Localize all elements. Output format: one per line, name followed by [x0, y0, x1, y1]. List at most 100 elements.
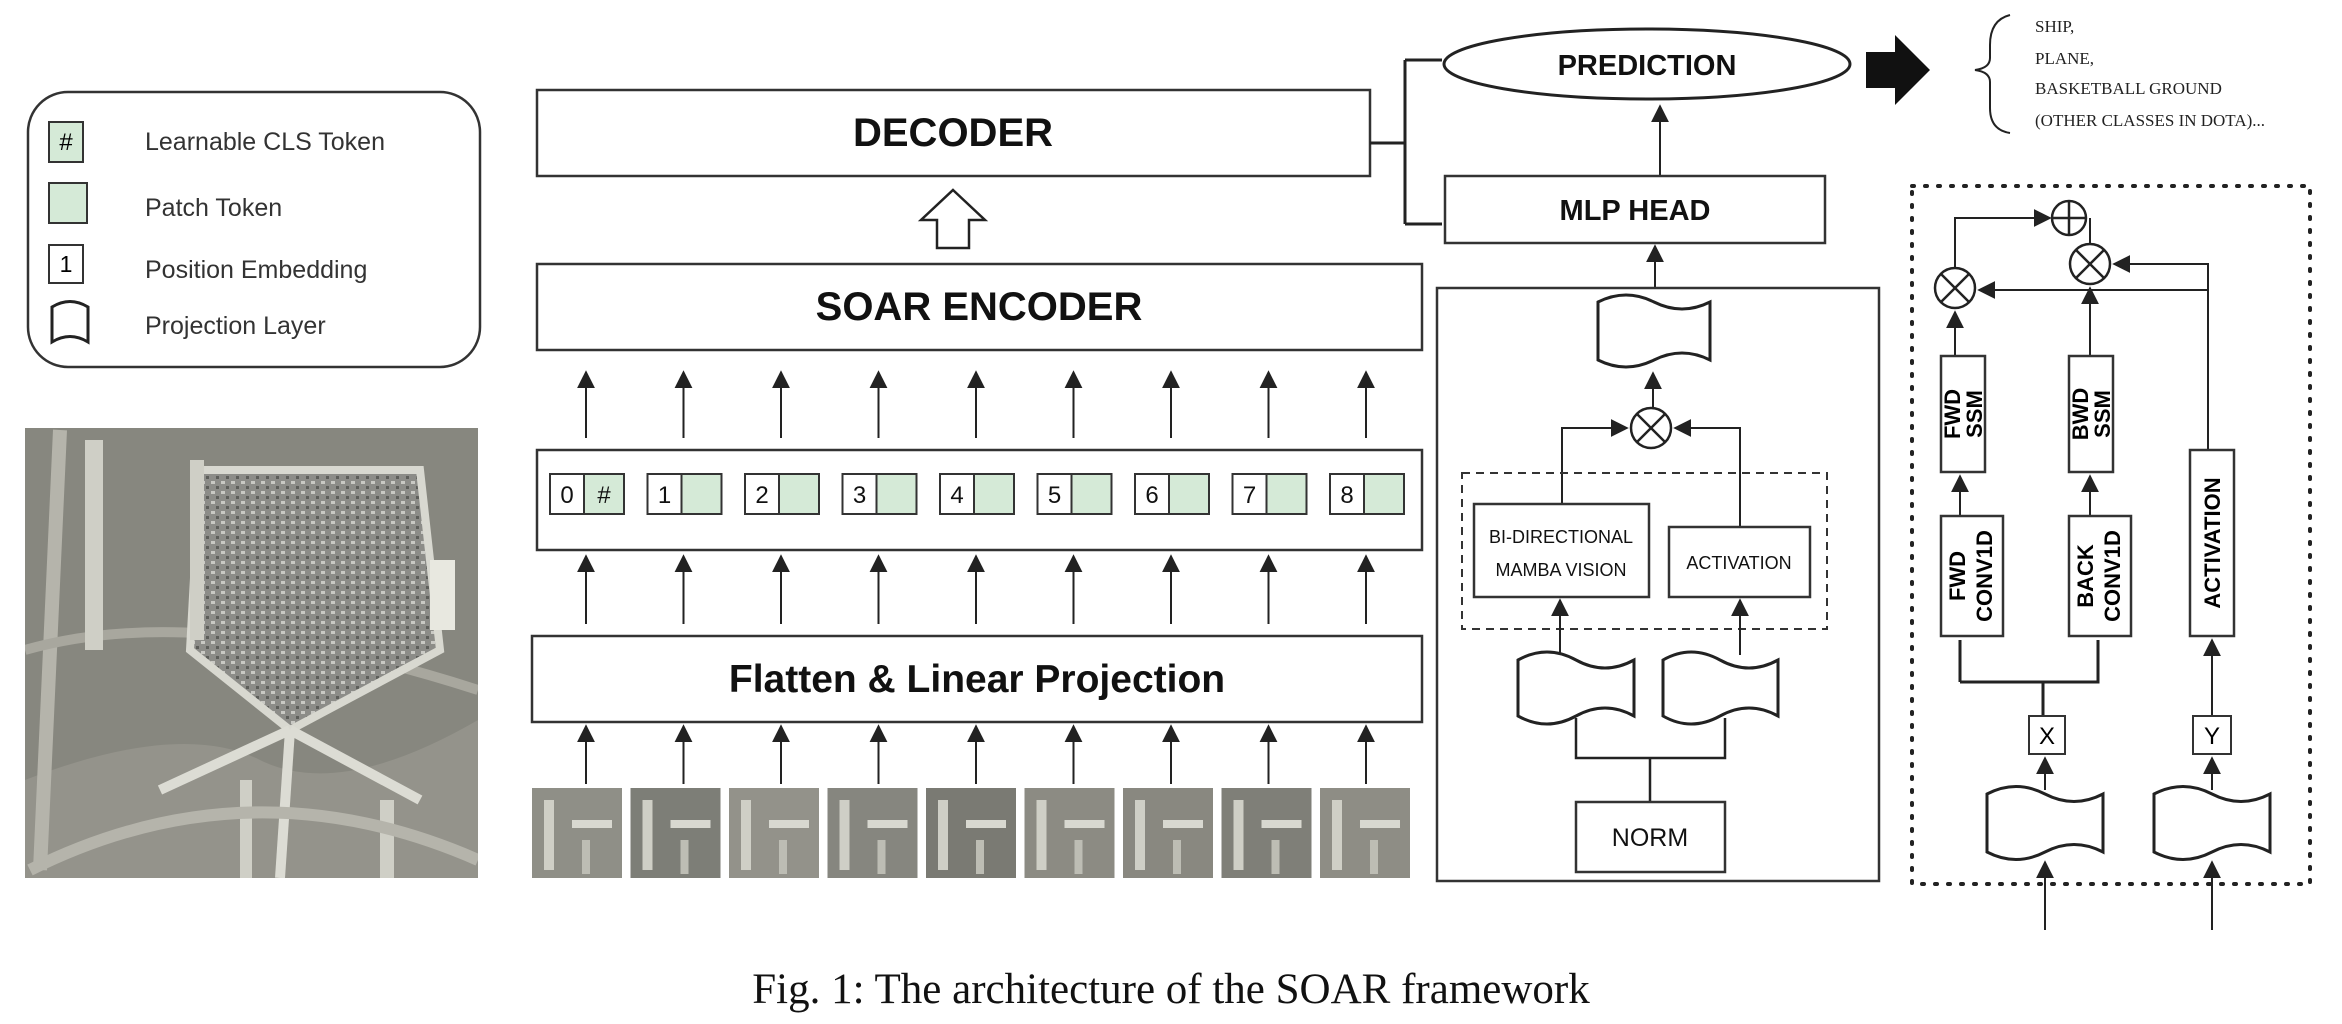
token-cell: 6: [1134, 473, 1210, 515]
bwd-ssm-line1: BWD: [2068, 388, 2093, 441]
airport-aerial-image: [25, 428, 478, 878]
y-input-label: Y: [2204, 723, 2220, 750]
token-cell: 0#: [549, 473, 625, 515]
token-cell: 7: [1231, 473, 1308, 515]
class-list-brace: [1974, 14, 2011, 134]
patch-token-box: [778, 473, 820, 515]
legend-box: [26, 90, 482, 369]
add-icon: [2050, 199, 2088, 237]
image-patch: [630, 788, 721, 878]
legend-cls-label: Learnable CLS Token: [145, 128, 385, 156]
patch-token-box: [680, 473, 723, 515]
activation-box: [1667, 525, 1812, 599]
class-item: SHIP,: [2035, 17, 2074, 36]
back-conv-line2: CONV1D: [2100, 530, 2125, 622]
arrow-fwd-to-add: [1954, 209, 2052, 268]
arrows-patches-to-projection: [577, 724, 1375, 784]
projection-layer-icon: [2152, 785, 2272, 861]
image-patch: [729, 788, 819, 878]
x-input-label: X: [2039, 723, 2055, 750]
prediction-label: PREDICTION: [1558, 50, 1737, 82]
multiply-icon: [1629, 406, 1673, 450]
legend-cls-symbol: #: [59, 129, 73, 156]
dashed-group-box: [1461, 472, 1828, 630]
class-item: PLANE,: [2035, 49, 2094, 68]
multiply-icon: [1933, 266, 1977, 310]
fwd-conv1d-box: [1939, 514, 2005, 638]
legend-proj-label: Projection Layer: [145, 312, 326, 340]
norm-fork-connector: [1574, 718, 1727, 802]
patch-token-box: [1265, 473, 1308, 515]
image-patch-row: [532, 788, 1410, 878]
fwd-ssm-line1: FWD: [1940, 389, 1965, 439]
image-patch: [1024, 788, 1115, 878]
bwd-ssm-box: [2067, 354, 2115, 474]
image-patch: [827, 788, 918, 878]
arrow-bidir-to-mult: [1561, 419, 1629, 504]
multiply-icon: [2068, 242, 2112, 286]
token-cell: 4: [939, 473, 1015, 515]
patch-token-box: [1168, 473, 1210, 515]
legend-patch-label: Patch Token: [145, 194, 282, 222]
fwd-ssm-line2: SSM: [1962, 390, 1987, 438]
encoder-label: SOAR ENCODER: [816, 285, 1143, 329]
image-patch: [532, 788, 622, 878]
position-index: 0: [560, 482, 573, 509]
figure-caption: Fig. 1: The architecture of the SOAR fra…: [752, 966, 1590, 1013]
class-item: (OTHER CLASSES IN DOTA)...: [2035, 111, 2265, 130]
decoder-label: DECODER: [853, 111, 1053, 155]
cls-symbol: #: [597, 482, 611, 509]
image-patch: [926, 788, 1016, 878]
activation-vertical-box: [2188, 448, 2236, 638]
projection-layer-icon: [1516, 650, 1636, 726]
activation-vertical-label: ACTIVATION: [2200, 477, 2225, 608]
position-index: 3: [853, 482, 866, 509]
position-index: 1: [658, 482, 671, 509]
position-embedding-box: [646, 473, 683, 515]
activation-label: ACTIVATION: [1686, 553, 1791, 573]
projection-layer-icon: [1661, 650, 1780, 726]
projection-layer-icon: [1596, 293, 1712, 369]
position-embedding-box: [549, 473, 585, 515]
legend-pos-label: Position Embedding: [145, 256, 367, 284]
ssm-block-dotted-box: [1910, 184, 2312, 886]
patch-token-box: [1070, 473, 1113, 515]
projection-layer-icon: [50, 300, 90, 345]
legend-pos-swatch: [48, 244, 84, 284]
legend-cls-swatch: #: [48, 121, 84, 163]
position-embedding-box: [1231, 473, 1268, 515]
projection-box: [530, 634, 1424, 724]
legend-patch-swatch: [48, 182, 88, 224]
bidir-label-line1: BI-DIRECTIONAL: [1489, 527, 1633, 547]
norm-box: [1574, 800, 1727, 874]
output-arrow-icon: [1866, 35, 1930, 105]
decoder-bracket-connector: [1370, 58, 1442, 226]
fwd-ssm-box: [1939, 354, 1987, 474]
x-fork-connector: [1958, 640, 2100, 716]
back-conv-line1: BACK: [2073, 544, 2098, 608]
token-cell: 3: [841, 473, 918, 515]
block-arrow-up-icon: [917, 188, 989, 250]
position-index: 7: [1243, 482, 1256, 509]
patch-token-box: [1363, 473, 1405, 515]
position-index: 6: [1145, 482, 1158, 509]
legend-pos-symbol: 1: [60, 251, 73, 277]
projection-label: Flatten & Linear Projection: [729, 658, 1225, 701]
cls-token-box: [583, 473, 625, 515]
x-input-box: [2028, 715, 2066, 755]
position-index: 8: [1340, 482, 1353, 509]
decoder-box: [535, 88, 1372, 178]
token-cell: 8: [1329, 473, 1405, 515]
arrows-projection-to-tokens: [577, 554, 1375, 624]
mlp-head-box: [1443, 174, 1827, 245]
bidir-label-line2: MAMBA VISION: [1495, 560, 1626, 580]
position-embedding-box: [1036, 473, 1073, 515]
encoder-box: [535, 262, 1424, 352]
patch-token-box: [875, 473, 918, 515]
position-embedding-box: [744, 473, 780, 515]
image-patch: [1221, 788, 1312, 878]
position-index: 2: [755, 482, 768, 509]
fwd-conv-line2: CONV1D: [1972, 530, 1997, 622]
image-patch: [1123, 788, 1213, 878]
